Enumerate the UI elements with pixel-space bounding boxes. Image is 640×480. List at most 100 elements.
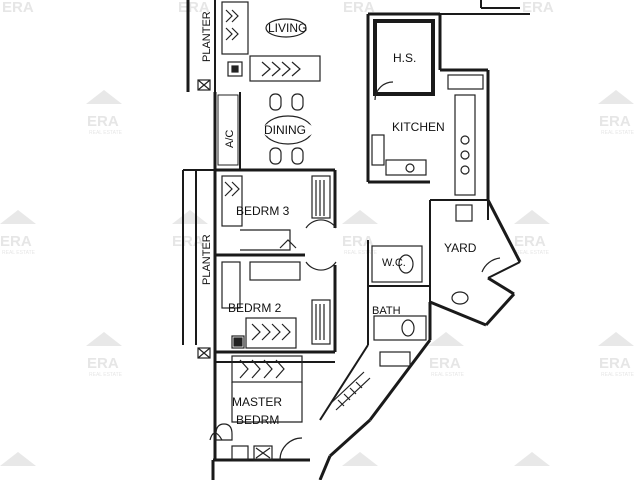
- vanity-icon: [379, 351, 411, 367]
- label-kitchen: KITCHEN: [392, 120, 445, 134]
- ac-ledge-box: [217, 94, 239, 166]
- svg-text:ERA: ERA: [522, 0, 554, 16]
- lamp-icon: [231, 65, 239, 73]
- wall: [328, 418, 372, 458]
- label-hs: H.S.: [393, 51, 416, 65]
- svg-text:ERA: ERA: [178, 0, 210, 16]
- sink-counter-icon: [385, 159, 427, 176]
- door-swing-icon: [305, 219, 337, 229]
- wall: [429, 300, 487, 327]
- master-bed-headboard-icon: [231, 355, 303, 383]
- toilet-icon: [215, 423, 233, 441]
- watermark-logo: ERA: [2, 0, 34, 16]
- basin-icon: [231, 445, 249, 461]
- watermark-logo: ERA: [522, 0, 554, 16]
- svg-text:ERA: ERA: [514, 233, 546, 250]
- watermark-logo: [342, 452, 378, 466]
- svg-text:ERA: ERA: [0, 233, 32, 250]
- svg-text:ERA: ERA: [172, 233, 204, 250]
- svg-text:ERA: ERA: [87, 113, 119, 130]
- label-bath: BATH: [372, 305, 401, 317]
- bed-headboard-icon: [221, 175, 243, 227]
- watermark-logo: ERA REAL ESTATE: [86, 332, 123, 378]
- svg-text:ERA: ERA: [342, 233, 374, 250]
- label-master-line2: BEDRM: [236, 413, 279, 427]
- label-bedroom-2: BEDRM 2: [228, 301, 282, 315]
- bed-pillows: [224, 181, 240, 197]
- ac-unit-fill: [233, 337, 243, 347]
- ac-unit-icon: [197, 347, 211, 359]
- svg-text:REAL ESTATE: REAL ESTATE: [89, 130, 123, 136]
- svg-text:ERA: ERA: [343, 0, 375, 16]
- hs-room-wall: [373, 19, 435, 96]
- door-swing-icon: [481, 257, 501, 273]
- watermark-logo: ERA: [178, 0, 210, 16]
- kitchen-counter-icon: [454, 94, 476, 196]
- wall: [486, 199, 522, 263]
- watermark-logo: ERA REAL ESTATE: [86, 90, 123, 136]
- label-dining: DINING: [264, 123, 306, 137]
- bed-headboard-icon: [221, 261, 241, 309]
- wardrobe-lines: [315, 304, 325, 340]
- label-yard: YARD: [444, 241, 477, 255]
- wardrobe-lines: [315, 180, 325, 216]
- label-wc: W.C.: [382, 257, 406, 269]
- svg-text:REAL ESTATE: REAL ESTATE: [89, 372, 123, 378]
- door-swing-icon: [279, 437, 303, 461]
- svg-text:REAL ESTATE: REAL ESTATE: [601, 372, 635, 378]
- watermark-logo: [0, 452, 36, 466]
- wall: [319, 344, 369, 421]
- wc-yard-toilet-icon: [451, 291, 469, 305]
- wall: [487, 261, 521, 279]
- wardrobe-diagonal: [329, 371, 371, 411]
- wardrobe-hatch: [337, 381, 363, 407]
- bath-box: [373, 315, 427, 341]
- svg-text:REAL ESTATE: REAL ESTATE: [344, 250, 378, 256]
- desk-icon: [240, 229, 291, 251]
- ac-ledge: [217, 94, 239, 166]
- svg-text:REAL ESTATE: REAL ESTATE: [431, 372, 465, 378]
- sofa-icon: [249, 55, 321, 82]
- door-swing-icon: [305, 261, 337, 271]
- svg-text:REAL ESTATE: REAL ESTATE: [601, 130, 635, 136]
- bed-pillows: [239, 359, 285, 379]
- svg-text:ERA: ERA: [599, 355, 631, 372]
- svg-text:REAL ESTATE: REAL ESTATE: [2, 250, 36, 256]
- label-planter-side: PLANTER: [201, 234, 213, 285]
- wall: [368, 339, 432, 421]
- label-ac-ledge: A/C: [224, 130, 236, 148]
- room-labels: LIVING DINING DINING H.S. KITCHEN YARD W…: [201, 11, 477, 427]
- furniture: [197, 1, 501, 461]
- wc-box: [371, 245, 423, 283]
- wall: [318, 455, 332, 480]
- dining-label-bg: [262, 120, 314, 140]
- cabinet-cross: [255, 447, 271, 459]
- ac-unit-icon: [197, 79, 211, 91]
- ac-unit-icon: [231, 335, 245, 349]
- sofa-cushions: [261, 61, 301, 77]
- svg-text:ERA: ERA: [599, 113, 631, 130]
- watermark-logo: ERA: [343, 0, 375, 16]
- chair-icon: [269, 147, 282, 165]
- bed-icon: [245, 317, 297, 349]
- counter-box: [447, 74, 484, 90]
- toilet-icon: [398, 254, 414, 274]
- chair-icon: [291, 147, 304, 165]
- side-table-icon: [227, 61, 243, 77]
- sink-icon: [405, 163, 415, 173]
- fridge-icon: [371, 134, 385, 166]
- armchair-icon: [221, 1, 249, 55]
- toilet-icon: [401, 319, 415, 337]
- cabinet-icon: [253, 445, 273, 461]
- wall: [484, 292, 516, 327]
- watermark-logo: ERA REAL ESTATE: [428, 332, 465, 378]
- label-master-line1: MASTER: [232, 395, 282, 409]
- wall: [487, 276, 515, 296]
- bed-pillows: [251, 323, 291, 341]
- watermark-logo: ERA REAL ESTATE: [598, 332, 635, 378]
- master-bed-icon: [231, 382, 303, 423]
- stove-burner-icon: [460, 150, 470, 160]
- chair-icon: [291, 93, 304, 111]
